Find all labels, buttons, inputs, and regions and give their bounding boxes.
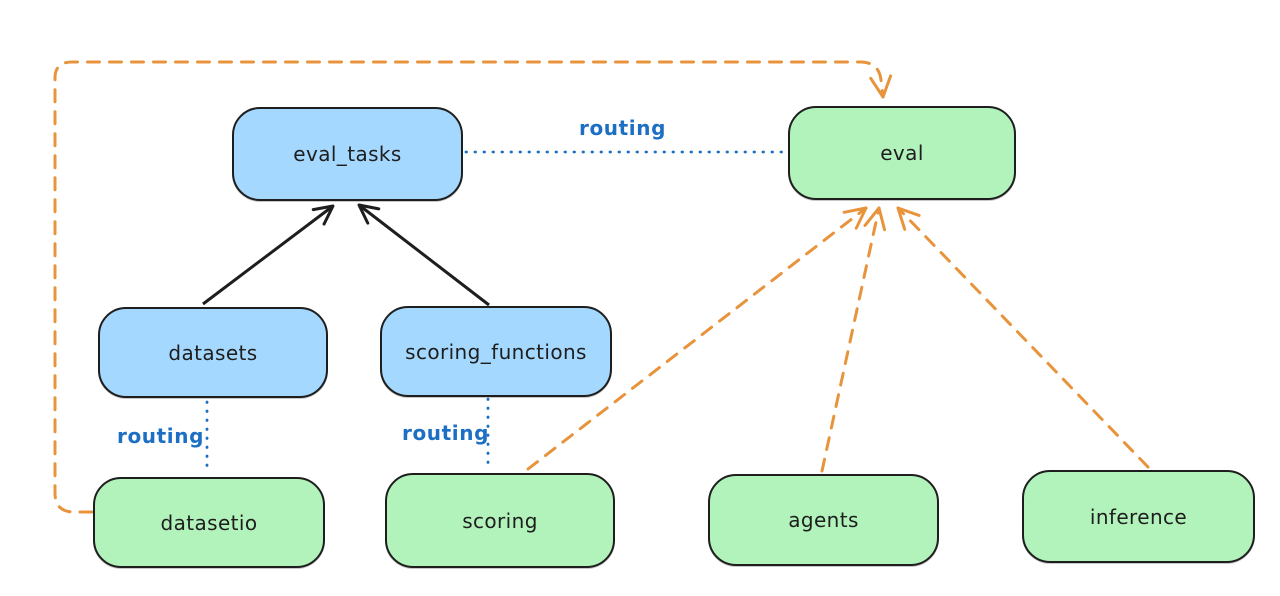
routing-label-scoring: routing [402,421,490,445]
node-inference: inference [1022,470,1255,563]
edge-scoring-to-eval [526,206,868,471]
routing-label-top: routing [579,116,667,140]
node-scoring-label: scoring [462,508,538,533]
edge-inference-to-eval [896,206,1150,469]
edge-datasetio-to-eval [53,60,893,514]
node-eval-tasks-label: eval_tasks [293,142,402,166]
node-agents-label: agents [788,508,859,532]
edge-scoring-functions-to-eval-tasks [357,203,490,307]
node-scoring: scoring [385,473,615,568]
node-eval-tasks: eval_tasks [232,107,463,201]
node-datasetio-label: datasetio [160,510,258,535]
node-datasetio: datasetio [93,477,325,568]
node-eval-label: eval [880,141,924,165]
node-agents: agents [708,474,939,566]
node-scoring-functions: scoring_functions [380,306,612,397]
node-datasets: datasets [98,307,328,398]
edge-datasets-to-eval-tasks [202,204,335,306]
node-eval: eval [788,106,1016,200]
node-datasets-label: datasets [168,340,258,365]
node-inference-label: inference [1089,504,1188,529]
routing-label-datasets: routing [117,424,205,448]
edge-agents-to-eval [820,206,887,473]
node-scoring-functions-label: scoring_functions [405,339,587,364]
